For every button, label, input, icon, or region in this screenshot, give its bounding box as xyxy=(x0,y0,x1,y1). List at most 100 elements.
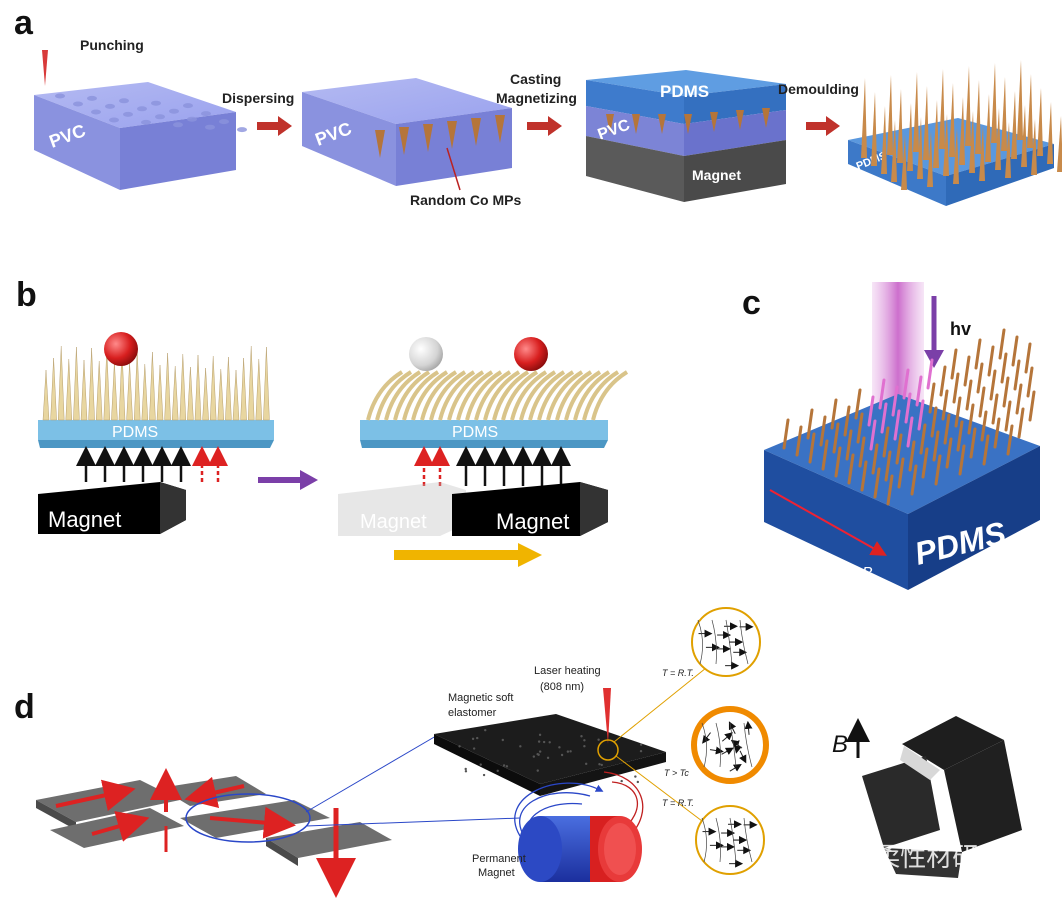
particle xyxy=(580,735,583,738)
microcone xyxy=(495,115,505,143)
particle xyxy=(536,752,539,756)
domain-boundary xyxy=(711,619,717,665)
arrow-purple xyxy=(258,470,318,490)
magnet-label-b-left: Magnet xyxy=(48,507,121,532)
temp-label-3: T = R.T. xyxy=(662,798,694,808)
magnet-label-1: Permanent xyxy=(472,853,526,865)
micro-needle xyxy=(967,403,975,435)
magnet-label-stack: Magnet xyxy=(692,167,741,183)
micro-needle xyxy=(956,420,964,452)
micro-needle xyxy=(861,78,867,158)
magnet-label-ghost: Magnet xyxy=(360,511,427,533)
pdms-slab-right xyxy=(360,420,608,440)
particle xyxy=(501,738,505,742)
hole xyxy=(137,106,147,112)
micro-needle xyxy=(907,103,913,171)
particle xyxy=(536,769,539,772)
micro-needle xyxy=(179,353,187,421)
hole xyxy=(73,101,83,107)
microcone xyxy=(447,121,457,149)
micro-needle xyxy=(917,117,923,179)
cross-actuator xyxy=(36,768,392,898)
micro-needle xyxy=(1031,119,1037,175)
particle xyxy=(476,736,479,740)
micro-needle xyxy=(1006,424,1014,456)
micro-needle xyxy=(915,375,923,407)
micro-needle xyxy=(954,396,962,428)
micro-needle xyxy=(1000,352,1008,384)
domain-circle-3 xyxy=(695,805,765,875)
particle xyxy=(532,755,536,758)
particle xyxy=(471,737,475,741)
bent-needle xyxy=(447,370,485,421)
hole xyxy=(119,98,129,104)
micro-needle xyxy=(959,97,965,165)
micro-needle xyxy=(164,352,171,421)
micro-needle xyxy=(980,410,988,442)
hole xyxy=(205,124,215,130)
micro-needle xyxy=(843,405,851,437)
panel-b-label: b xyxy=(16,276,37,314)
pvc-block-2: PVC xyxy=(302,78,512,191)
micro-needle xyxy=(1024,342,1032,374)
micro-needle xyxy=(976,362,984,394)
pdms-label-b-right: PDMS xyxy=(452,424,498,441)
micro-needle xyxy=(933,100,939,168)
micro-needle xyxy=(950,348,958,380)
particle xyxy=(558,746,561,749)
zoom-line-1 xyxy=(305,735,437,813)
micro-needle xyxy=(897,89,903,163)
domain-arrow xyxy=(744,720,753,735)
panel-a-label: a xyxy=(14,4,34,42)
bent-needle xyxy=(591,370,629,421)
micro-needle xyxy=(995,108,1001,170)
particle xyxy=(505,765,509,768)
particle xyxy=(482,773,486,777)
micro-needle xyxy=(873,467,881,499)
panel-a: a Punching PVC Dispersing PVC Random Co … xyxy=(14,4,1062,208)
particle xyxy=(464,770,468,773)
micro-needle xyxy=(860,460,868,492)
micro-needle xyxy=(934,454,942,486)
micro-needle xyxy=(187,366,194,421)
micro-needle xyxy=(921,447,929,479)
micro-needle xyxy=(979,125,985,181)
domain-boundary xyxy=(701,817,707,863)
micro-needle xyxy=(202,367,209,421)
micro-needle xyxy=(1011,91,1017,159)
micro-needle xyxy=(821,439,829,471)
micro-needle xyxy=(806,408,814,440)
magnet-label-2: Magnet xyxy=(478,867,515,879)
micro-needle xyxy=(1028,390,1036,422)
micro-needle xyxy=(73,346,80,421)
micro-needle xyxy=(965,66,971,146)
bent-needle xyxy=(501,370,539,421)
domain-arrow xyxy=(721,732,733,742)
laser-beam xyxy=(603,688,611,744)
bent-needle xyxy=(555,370,593,421)
needle-array-a: PDMS xyxy=(848,60,1062,206)
domain-arrow xyxy=(702,732,711,744)
bent-needle xyxy=(564,370,602,421)
micro-needle xyxy=(118,349,126,421)
panel-c-label: c xyxy=(742,284,761,322)
micro-needle xyxy=(928,382,936,414)
micro-needle xyxy=(919,423,927,455)
particle xyxy=(519,745,522,748)
micro-needle xyxy=(891,120,897,182)
hole xyxy=(105,103,115,109)
micro-needle xyxy=(989,369,997,401)
microcone xyxy=(423,124,433,152)
punch-needle xyxy=(42,50,48,86)
bent-needle xyxy=(573,370,611,421)
micro-needle xyxy=(887,75,893,155)
domain-boundary xyxy=(701,722,707,768)
elastomer-label-2: elastomer xyxy=(448,707,497,719)
microcone xyxy=(762,108,770,128)
micro-needle xyxy=(869,419,877,451)
domain-boundary xyxy=(729,722,737,768)
panel-d-label: d xyxy=(14,688,35,726)
micro-needle xyxy=(57,345,65,421)
panel-d: d Magnetic soft elastomer xyxy=(14,607,1022,898)
